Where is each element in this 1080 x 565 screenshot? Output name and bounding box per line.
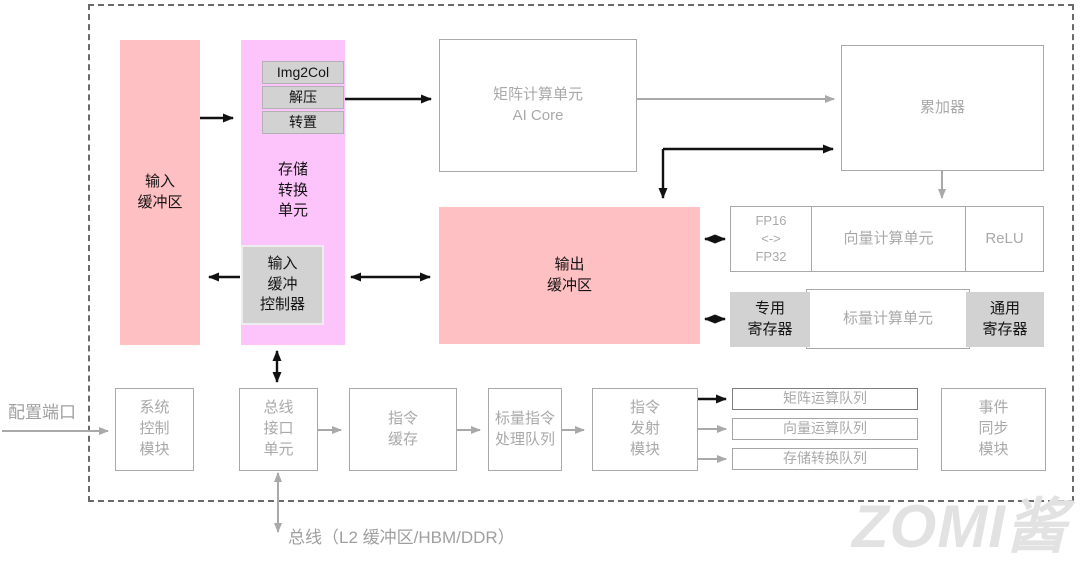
general-register-label: 通用 寄存器 — [982, 299, 1028, 338]
decompress-label: 解压 — [289, 88, 317, 105]
output-buffer-block: 输出 缓冲区 — [439, 207, 700, 344]
input-buffer-controller-label: 输入 缓冲 控制器 — [259, 254, 305, 314]
fp-convert-box: FP16 <-> FP32 — [731, 207, 811, 271]
bus-label: 总线（L2 缓冲区/HBM/DDR） — [288, 528, 515, 547]
bus-interface-unit-box: 总线 接口 单元 — [239, 388, 318, 471]
instruction-issue-module-box: 指令 发射 模块 — [592, 388, 698, 471]
transpose-box: 转置 — [262, 111, 344, 134]
scalar-compute-unit-box: 标量计算单元 — [806, 289, 970, 349]
relu-box: ReLU — [966, 207, 1043, 271]
instruction-cache-label: 指令 缓存 — [387, 409, 418, 448]
input-buffer-controller-box: 输入 缓冲 控制器 — [241, 245, 324, 325]
scalar-instruction-queue-box: 标量指令 处理队列 — [488, 388, 562, 471]
general-register-box: 通用 寄存器 — [966, 292, 1044, 347]
system-control-module-label: 系统 控制 模块 — [139, 399, 170, 458]
special-register-label: 专用 寄存器 — [747, 299, 793, 338]
event-sync-module-label: 事件 同步 模块 — [978, 399, 1009, 458]
accumulator-block: 累加器 — [841, 45, 1044, 171]
scalar-compute-unit-label: 标量计算单元 — [842, 309, 933, 327]
mte-queue-box: 存储转换队列 — [732, 448, 918, 470]
matrix-compute-unit-block: 矩阵计算单元 AI Core — [439, 39, 637, 172]
memory-transfer-unit-label-wrap: 存储 转换 单元 — [241, 160, 345, 222]
config-port-label: 配置端口 — [8, 403, 76, 422]
vector-unit-row: FP16 <-> FP32 向量计算单元 ReLU — [730, 206, 1044, 272]
watermark-logo: ZOMI酱 — [852, 493, 1067, 560]
transpose-label: 转置 — [289, 113, 317, 130]
fp-convert-label: FP16 <-> FP32 — [755, 213, 787, 264]
memory-transfer-unit-block: Img2Col 解压 转置 存储 转换 单元 输入 缓冲 控制器 — [241, 40, 345, 345]
bus-interface-unit-label: 总线 接口 单元 — [263, 399, 294, 458]
relu-label: ReLU — [985, 229, 1024, 247]
img2col-box: Img2Col — [262, 61, 344, 84]
vector-compute-unit-box: 向量计算单元 — [811, 207, 966, 271]
vector-compute-unit-label: 向量计算单元 — [843, 229, 934, 247]
accumulator-label: 累加器 — [919, 98, 965, 116]
scalar-instruction-queue-label: 标量指令 处理队列 — [494, 409, 555, 448]
decompress-box: 解压 — [262, 86, 344, 109]
instruction-issue-module-label: 指令 发射 模块 — [629, 399, 660, 458]
img2col-label: Img2Col — [276, 63, 330, 80]
ai-core-dashed-boundary — [88, 4, 1074, 502]
input-buffer-label: 输入 缓冲区 — [137, 172, 183, 211]
instruction-cache-box: 指令 缓存 — [349, 388, 457, 471]
input-buffer-block: 输入 缓冲区 — [120, 40, 200, 345]
output-buffer-label: 输出 缓冲区 — [546, 255, 592, 294]
mte-queue-label: 存储转换队列 — [783, 450, 867, 467]
vector-op-queue-box: 向量运算队列 — [732, 418, 918, 440]
system-control-module-box: 系统 控制 模块 — [115, 388, 194, 471]
matrix-op-queue-label: 矩阵运算队列 — [783, 390, 867, 407]
vector-op-queue-label: 向量运算队列 — [783, 420, 867, 437]
special-register-box: 专用 寄存器 — [730, 292, 810, 347]
matrix-compute-unit-label: 矩阵计算单元 AI Core — [492, 85, 583, 124]
matrix-op-queue-box: 矩阵运算队列 — [732, 388, 918, 410]
memory-transfer-unit-label: 存储 转换 单元 — [277, 161, 308, 220]
event-sync-module-box: 事件 同步 模块 — [941, 388, 1046, 471]
